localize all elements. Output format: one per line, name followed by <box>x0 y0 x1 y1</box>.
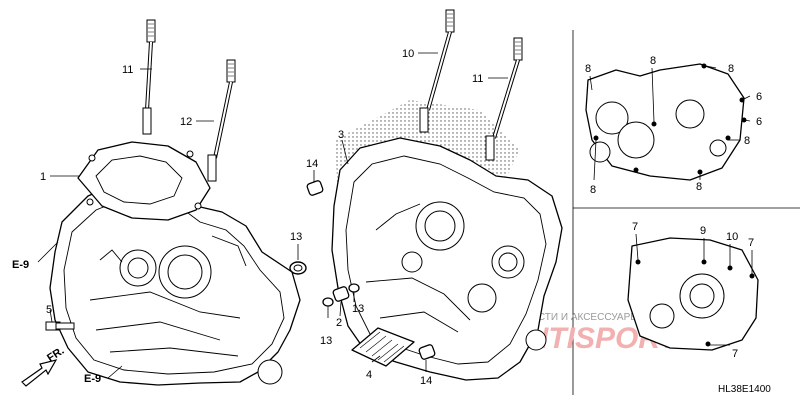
callout-8: 8 <box>650 55 656 67</box>
callout-5: 5 <box>46 304 52 316</box>
oil-seal-12 <box>289 261 307 275</box>
callout-7: 7 <box>732 348 738 360</box>
callout-2: 2 <box>336 317 342 329</box>
stud-bolt-11b <box>207 59 236 182</box>
callout-8: 8 <box>728 63 734 75</box>
callout-13: 13 <box>352 303 364 315</box>
callout-13: 13 <box>320 335 332 347</box>
dowel-14b <box>418 344 436 360</box>
callout-10: 10 <box>402 48 414 60</box>
reference-e9: E-9 <box>12 259 29 271</box>
collar-2 <box>332 286 350 302</box>
reference-e9: E-9 <box>84 373 101 385</box>
o-ring-13a <box>322 297 334 307</box>
callout-11: 12 <box>180 116 192 128</box>
callout-6: 6 <box>756 116 762 128</box>
callout-9: 10 <box>726 231 738 243</box>
callout-3: 3 <box>338 129 344 141</box>
callout-1: 1 <box>40 171 46 183</box>
stud-bolt-10a <box>419 9 455 133</box>
front-direction-arrow: FR. <box>21 345 67 387</box>
bolt-5 <box>45 321 75 331</box>
callout-12: 13 <box>290 231 302 243</box>
callout-7: 7 <box>632 221 638 233</box>
stud-bolt-11a <box>142 19 156 135</box>
callout-7: 7 <box>748 237 754 249</box>
callout-8: 8 <box>590 184 596 196</box>
inset-side-view-bottom <box>627 237 759 351</box>
left-crankcase <box>49 174 301 386</box>
callout-8: 8 <box>744 135 750 147</box>
stud-bolt-10b <box>485 37 523 161</box>
callout-6: 6 <box>756 91 762 103</box>
watermark-text: ЗАПЧАСТИ И АКСЕССУАРЫ ДЛЯ МОТОТЕХНИКИ <box>505 312 742 323</box>
leader-lines <box>37 52 753 379</box>
callout-9: 9 <box>700 225 706 237</box>
callout-10: 11 <box>472 73 483 85</box>
o-ring-13b <box>348 283 360 293</box>
callout-8: 8 <box>696 181 702 193</box>
dowel-14a <box>306 180 324 196</box>
oil-strainer-4 <box>351 327 415 367</box>
callout-8: 8 <box>585 63 591 75</box>
callout-14: 14 <box>420 375 432 387</box>
diagram-code: HL38E1400 <box>718 384 771 395</box>
right-crankcase <box>331 100 563 381</box>
callout-14: 14 <box>306 158 318 170</box>
callout-11: 11 <box>122 64 133 76</box>
inset-side-view-top <box>585 63 747 181</box>
callout-4: 4 <box>366 369 372 381</box>
